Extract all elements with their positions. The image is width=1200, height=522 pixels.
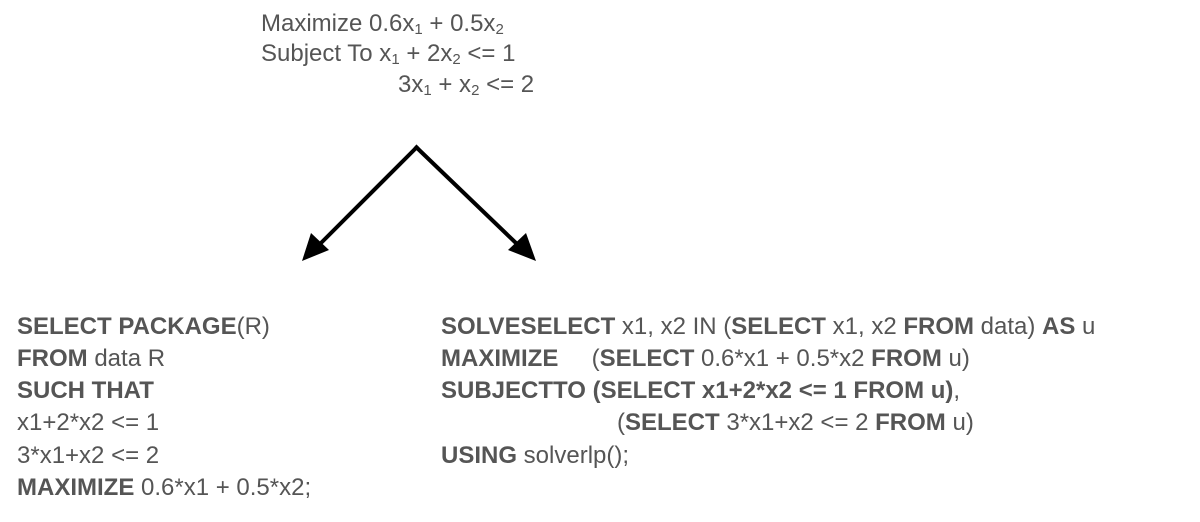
arrow-left-head: [302, 233, 329, 261]
pq-line-2: FROM data R: [17, 345, 166, 372]
lp-constraint-2: 3x1 + x2 <= 2: [398, 71, 535, 99]
pq-line-5: 3*x1+x2 <= 2: [17, 442, 160, 469]
pq-line-1: SELECT PACKAGE(R): [17, 313, 270, 340]
pq-line-6: MAXIMIZE 0.6*x1 + 0.5*x2;: [17, 474, 312, 501]
pq-line-4: x1+2*x2 <= 1: [17, 409, 160, 436]
ss-line-4: (SELECT 3*x1+x2 <= 2 FROM u): [617, 409, 974, 436]
ss-line-1: SOLVESELECT x1, x2 IN (SELECT x1, x2 FRO…: [441, 313, 1096, 340]
pq-line-3: SUCH THAT: [17, 377, 154, 404]
lp-constraint-1: Subject To x1 + 2x2 <= 1: [261, 40, 516, 68]
ss-line-2: MAXIMIZE (SELECT 0.6*x1 + 0.5*x2 FROM u): [441, 345, 970, 372]
lp-objective: Maximize 0.6x1 + 0.5x2: [261, 10, 504, 38]
arrow-left-line: [318, 144, 420, 246]
ss-line-5: USING solverlp();: [441, 442, 630, 469]
ss-line-3: SUBJECTTO (SELECT x1+2*x2 <= 1 FROM u),: [441, 377, 961, 404]
arrow-right-head: [508, 233, 536, 261]
arrow-right-line: [413, 144, 519, 246]
